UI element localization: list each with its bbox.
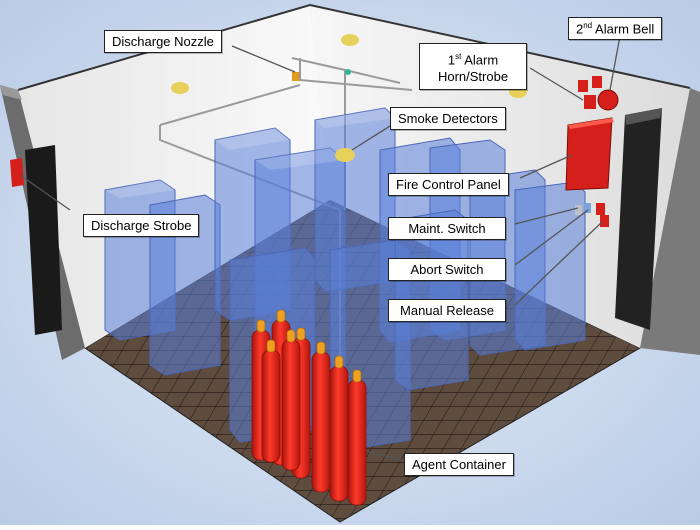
label-discharge-nozzle: Discharge Nozzle bbox=[104, 30, 222, 53]
leader-lines bbox=[19, 35, 621, 463]
agent-cylinder bbox=[347, 369, 367, 506]
agent-containers bbox=[251, 309, 367, 506]
label-alarm-horn-ordinal-suffix: st bbox=[455, 52, 462, 61]
label-first-alarm-horn-strobe: 1st Alarm Horn/Strobe bbox=[419, 43, 527, 91]
label-manual-release: Manual Release bbox=[388, 299, 506, 322]
label-alarm-bell-ordinal-suffix: nd bbox=[583, 21, 593, 30]
right-wall-edge bbox=[640, 88, 700, 355]
agent-cylinder bbox=[311, 341, 331, 493]
label-smoke-detectors: Smoke Detectors bbox=[390, 107, 506, 130]
label-alarm-horn-line2: Horn/Strobe bbox=[437, 69, 509, 85]
agent-cylinder bbox=[329, 355, 349, 502]
label-alarm-horn-ordinal: 1 bbox=[447, 52, 456, 68]
agent-cylinder bbox=[281, 329, 301, 471]
right-door bbox=[615, 108, 662, 330]
agent-cylinder bbox=[261, 339, 281, 463]
label-alarm-bell-ordinal: 2 bbox=[576, 21, 584, 37]
left-wall bbox=[18, 5, 330, 348]
label-maint-switch: Maint. Switch bbox=[388, 217, 506, 240]
ceiling-fixtures bbox=[171, 34, 527, 98]
wall-devices bbox=[565, 76, 619, 227]
label-fire-control-panel: Fire Control Panel bbox=[388, 173, 509, 196]
label-abort-switch: Abort Switch bbox=[388, 258, 506, 281]
label-agent-container: Agent Container bbox=[404, 453, 514, 476]
label-discharge-strobe: Discharge Strobe bbox=[83, 214, 200, 237]
label-second-alarm-bell: 2nd Alarm Bell bbox=[568, 17, 663, 41]
left-door bbox=[25, 145, 62, 335]
label-alarm-horn-line1: Alarm bbox=[461, 52, 499, 68]
label-alarm-bell-text: Alarm Bell bbox=[592, 21, 655, 37]
smoke-detector bbox=[335, 148, 355, 162]
